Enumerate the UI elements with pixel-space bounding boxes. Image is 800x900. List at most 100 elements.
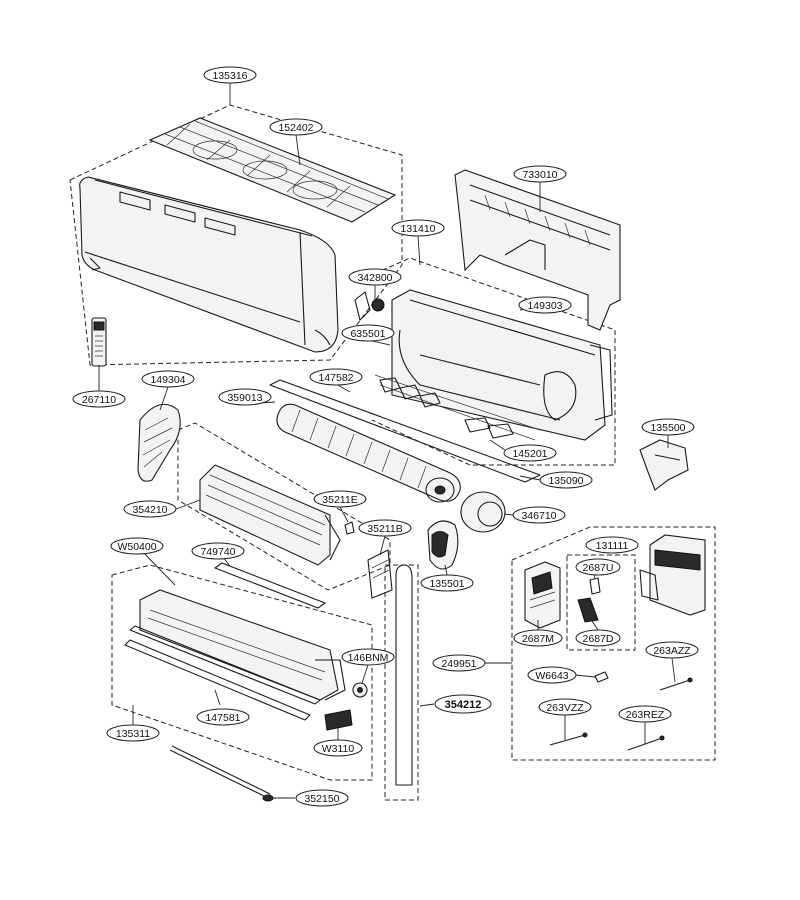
- discharge-grille: [214, 562, 326, 609]
- svg-text:W3110: W3110: [322, 743, 355, 755]
- callout-35211E: 35211E: [313, 490, 367, 508]
- side-bracket: [639, 439, 689, 491]
- motor-holder: [354, 291, 385, 321]
- svg-text:359013: 359013: [227, 392, 262, 404]
- drain-hose: [169, 745, 274, 802]
- svg-text:733010: 733010: [522, 169, 557, 181]
- motor-cover: [427, 520, 459, 570]
- pipe-holder: [367, 549, 393, 599]
- pcb-cover-upper: [589, 577, 601, 595]
- svg-text:147582: 147582: [318, 372, 353, 384]
- thermistor-clip: [344, 521, 355, 535]
- callout-635501: 635501: [341, 324, 395, 342]
- control-box: [639, 534, 706, 616]
- svg-text:354210: 354210: [132, 504, 167, 516]
- svg-text:135311: 135311: [116, 728, 150, 740]
- svg-text:342800: 342800: [357, 272, 392, 284]
- callout-263REZ: 263REZ: [618, 705, 672, 723]
- callout-267110: 267110: [72, 390, 126, 408]
- horizontal-vane: [124, 625, 321, 721]
- svg-text:2687M: 2687M: [522, 633, 554, 645]
- callout-135090: 135090: [539, 471, 593, 489]
- svg-text:131410: 131410: [400, 223, 435, 235]
- callout-2687U: 2687U: [575, 558, 621, 576]
- fan-motor: [460, 491, 506, 533]
- evaporator-coil: [199, 464, 341, 566]
- callout-352150: 352150: [295, 789, 349, 807]
- remote-control: [91, 317, 107, 367]
- wall-mounting-plate: [454, 169, 621, 331]
- callout-346710: 346710: [512, 506, 566, 524]
- callout-733010: 733010: [513, 165, 567, 183]
- callout-149304: 149304: [141, 370, 195, 388]
- bearing-holder: [137, 403, 181, 482]
- callout-135501: 135501: [420, 574, 474, 592]
- step-motor: [352, 682, 368, 698]
- callout-147582: 147582: [309, 368, 363, 386]
- front-panel: [79, 176, 339, 353]
- main-pcb: [524, 561, 561, 629]
- svg-text:135501: 135501: [429, 578, 464, 590]
- sensor-wires: [549, 677, 693, 751]
- pcb-cover-lower: [577, 597, 599, 623]
- svg-text:2687D: 2687D: [583, 633, 614, 645]
- callout-131410: 131410: [391, 219, 445, 237]
- air-filter: [148, 117, 397, 223]
- callout-263VZZ: 263VZZ: [538, 698, 592, 716]
- vertical-vane: [269, 379, 541, 483]
- svg-text:135500: 135500: [650, 422, 685, 434]
- callout-W3110: W3110: [313, 739, 363, 757]
- callout-35211B: 35211B: [358, 519, 412, 537]
- callout-149303: 149303: [518, 296, 572, 314]
- callout-135500: 135500: [641, 418, 695, 436]
- svg-text:249951: 249951: [441, 658, 476, 670]
- callout-263AZZ: 263AZZ: [645, 641, 699, 659]
- svg-text:131111: 131111: [596, 540, 629, 552]
- svg-text:135090: 135090: [548, 475, 583, 487]
- svg-text:147581: 147581: [205, 712, 240, 724]
- callout-354210: 354210: [123, 500, 177, 518]
- callout-135311: 135311: [106, 724, 160, 742]
- piping-assembly: [395, 564, 413, 786]
- callout-342800: 342800: [348, 268, 402, 286]
- svg-text:35211E: 35211E: [322, 494, 357, 506]
- callout-131111: 131111: [585, 536, 639, 554]
- svg-text:2687U: 2687U: [583, 562, 614, 574]
- svg-text:263AZZ: 263AZZ: [653, 645, 691, 657]
- svg-text:263VZZ: 263VZZ: [546, 702, 584, 714]
- callout-147581: 147581: [196, 708, 250, 726]
- svg-text:W50400: W50400: [117, 541, 156, 553]
- leader-lines: [98, 83, 676, 799]
- svg-text:354212: 354212: [445, 699, 482, 711]
- svg-text:263REZ: 263REZ: [626, 709, 665, 721]
- svg-text:749740: 749740: [200, 546, 235, 558]
- cross-flow-fan: [276, 403, 461, 503]
- svg-text:W6643: W6643: [535, 670, 568, 682]
- callout-146BNM: 146BNM: [341, 648, 395, 666]
- svg-text:267110: 267110: [82, 394, 116, 406]
- callout-354212: 354212: [434, 694, 492, 714]
- callout-2687M: 2687M: [513, 629, 563, 647]
- svg-text:145201: 145201: [512, 448, 547, 460]
- callout-W6643: W6643: [527, 666, 577, 684]
- main-chassis: [374, 289, 613, 441]
- callout-2687D: 2687D: [575, 629, 621, 647]
- svg-text:135316: 135316: [212, 70, 247, 82]
- callout-145201: 145201: [503, 444, 557, 462]
- svg-text:146BNM: 146BNM: [348, 652, 389, 664]
- svg-text:635501: 635501: [350, 328, 385, 340]
- callout-135316: 135316: [203, 66, 257, 84]
- callout-W50400: W50400: [110, 537, 164, 555]
- svg-text:149304: 149304: [150, 374, 185, 386]
- svg-text:346710: 346710: [521, 510, 556, 522]
- display-board: [324, 709, 353, 731]
- connector-wire: [594, 671, 609, 683]
- callout-152402: 152402: [269, 118, 323, 136]
- callout-249951: 249951: [432, 654, 486, 672]
- callout-359013: 359013: [218, 388, 272, 406]
- svg-text:149303: 149303: [527, 300, 562, 312]
- svg-text:152402: 152402: [278, 122, 313, 134]
- svg-text:352150: 352150: [304, 793, 339, 805]
- drain-pan: [139, 589, 346, 701]
